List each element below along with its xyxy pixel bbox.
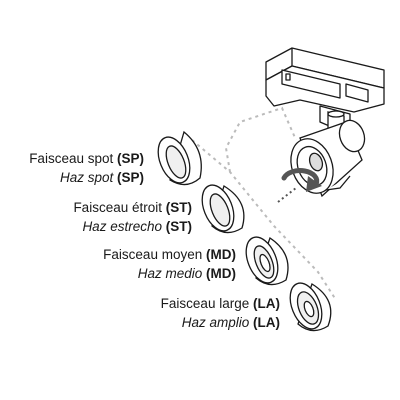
beam-code: (ST) [165, 219, 192, 234]
beam-label-md: Faisceau moyen (MD) Haz medio (MD) [103, 245, 236, 283]
reflector-md [245, 236, 289, 286]
reflector-la [289, 282, 332, 332]
reflector-st [201, 184, 245, 234]
beam-label-st: Faisceau étroit (ST) Haz estrecho (ST) [73, 198, 192, 236]
reflector-cone-icon [157, 130, 332, 332]
beam-label-la: Faisceau large (LA) Haz amplio (LA) [161, 294, 280, 332]
spotlight-head-icon [290, 119, 366, 198]
dashed-connector-to-head [224, 106, 297, 173]
beam-label-sp: Faisceau spot (SP) Haz spot (SP) [29, 149, 144, 187]
beam-es-text: Haz amplio [181, 315, 250, 330]
dashed-guide-line [191, 139, 337, 301]
beam-code: (ST) [165, 200, 192, 215]
beam-code: (SP) [117, 151, 144, 166]
beam-fr-text: Faisceau étroit [73, 200, 162, 215]
beam-fr-text: Faisceau large [160, 296, 250, 311]
reflector-sp [157, 130, 202, 186]
beam-fr-text: Faisceau moyen [103, 247, 203, 262]
beam-code: (MD) [206, 247, 236, 262]
beam-es-text: Haz estrecho [82, 219, 162, 234]
beam-fr-text: Faisceau spot [29, 151, 114, 166]
beam-code: (LA) [253, 296, 280, 311]
beam-es-text: Haz spot [59, 170, 114, 185]
beam-code: (LA) [253, 315, 280, 330]
beam-es-text: Haz medio [137, 266, 203, 281]
rotate-arrow-icon [281, 168, 322, 192]
beam-code: (SP) [117, 170, 144, 185]
beam-code: (MD) [206, 266, 236, 281]
track-adapter-icon [265, 47, 385, 134]
pointer-arrow [277, 187, 297, 203]
